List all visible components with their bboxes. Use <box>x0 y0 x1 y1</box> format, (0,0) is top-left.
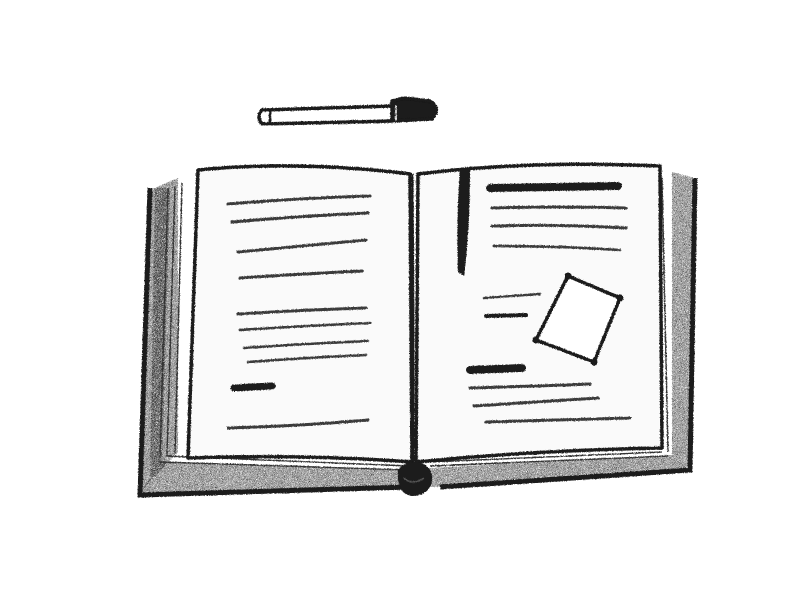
sticky-note-icon <box>532 272 624 366</box>
book-spine <box>410 173 416 467</box>
pen-icon <box>257 96 439 126</box>
left-page-text-lines <box>226 194 372 430</box>
page-edges <box>159 175 669 471</box>
spine-tail-icon <box>397 461 433 496</box>
bookmark-ribbon-icon <box>457 168 470 276</box>
left-page <box>186 164 414 464</box>
right-page-text-lines <box>466 182 632 424</box>
